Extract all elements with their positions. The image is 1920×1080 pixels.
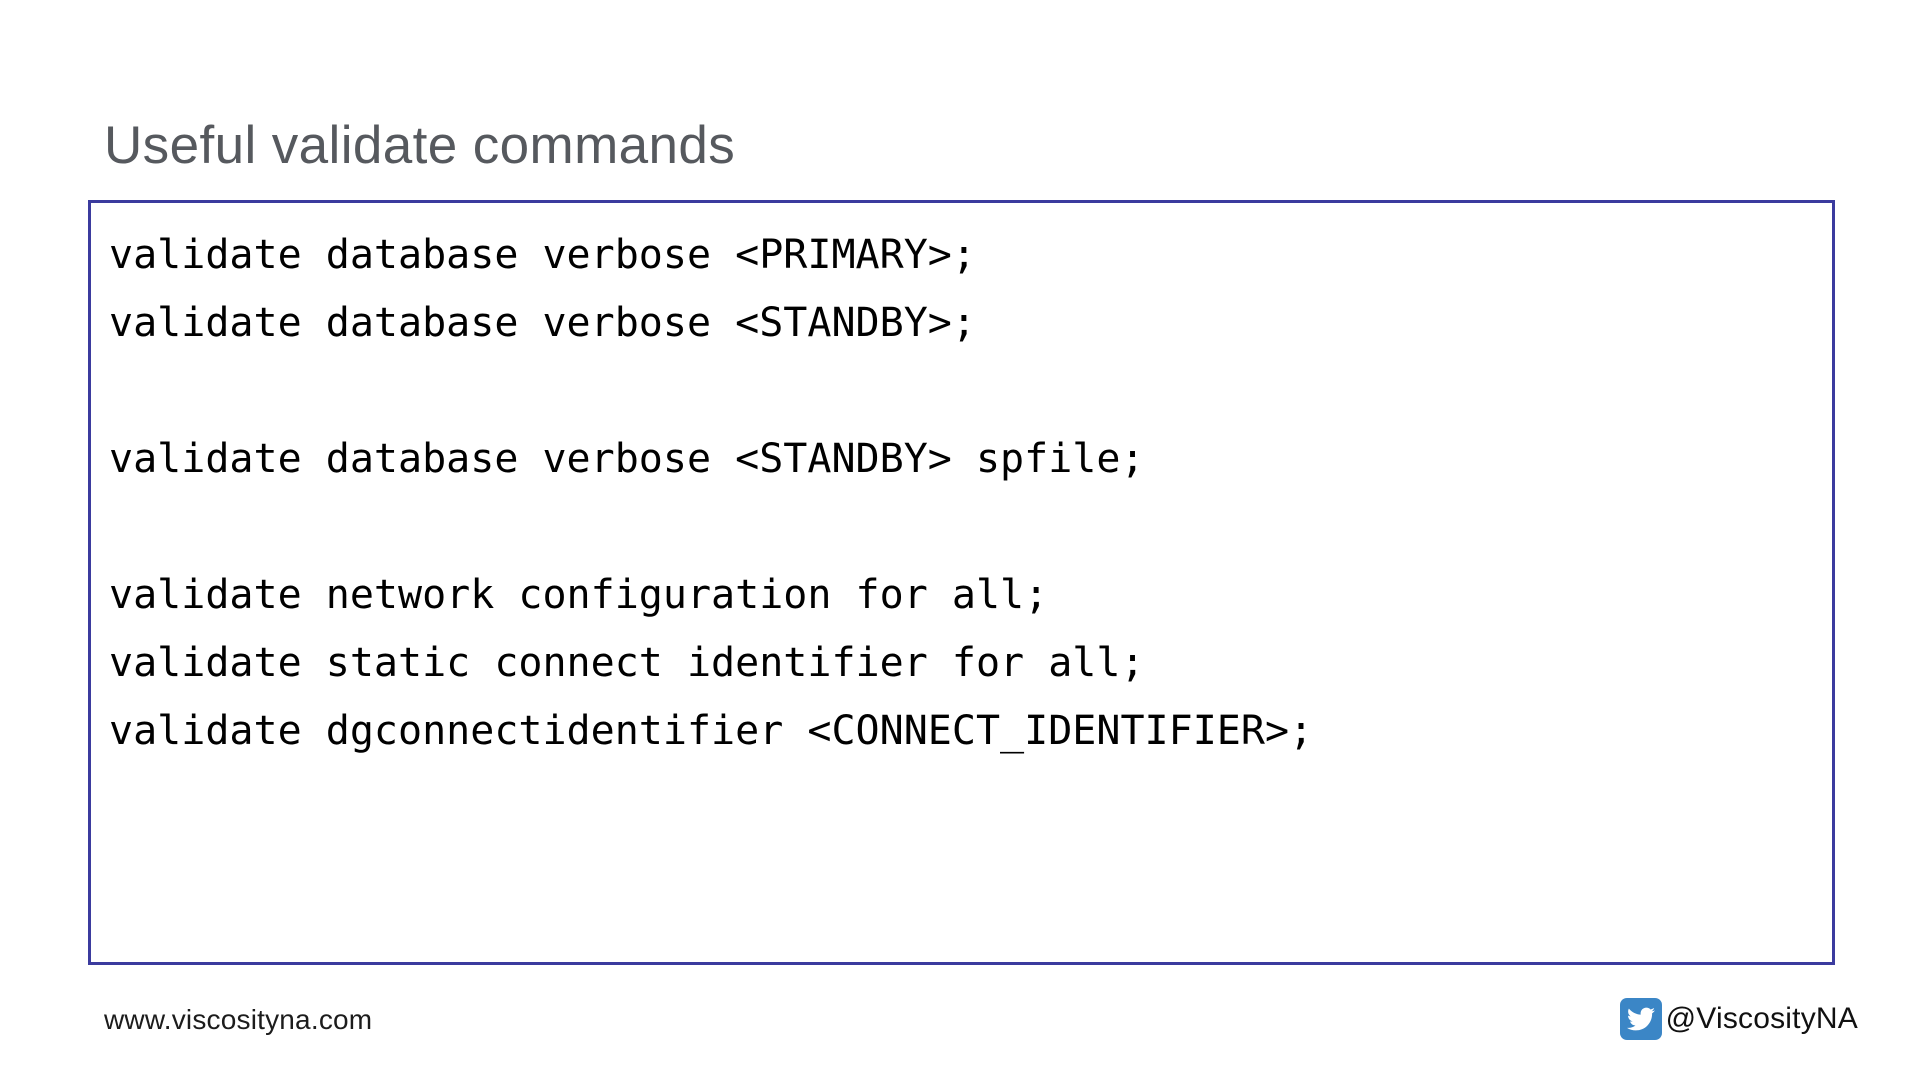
- code-line: validate database verbose <STANDBY>;: [109, 300, 976, 346]
- code-line: validate static connect identifier for a…: [109, 640, 1145, 686]
- footer-social-group: @ViscosityNA: [1619, 998, 1858, 1040]
- code-line: validate dgconnectidentifier <CONNECT_ID…: [109, 708, 1314, 754]
- code-block: validate database verbose <PRIMARY>; val…: [88, 200, 1835, 965]
- code-line-blank: [109, 493, 1832, 561]
- page-title: Useful validate commands: [104, 115, 736, 175]
- twitter-bird-icon: [1619, 998, 1662, 1040]
- code-lines-list: validate database verbose <PRIMARY>; val…: [109, 221, 1832, 765]
- code-line: validate database verbose <STANDBY> spfi…: [109, 436, 1145, 482]
- footer-website-url: www.viscosityna.com: [104, 1004, 373, 1035]
- code-line: validate database verbose <PRIMARY>;: [109, 232, 976, 278]
- code-line: validate network configuration for all;: [109, 572, 1049, 618]
- code-line-blank: [109, 357, 1832, 425]
- footer-social-handle: @ViscosityNA: [1665, 1002, 1858, 1035]
